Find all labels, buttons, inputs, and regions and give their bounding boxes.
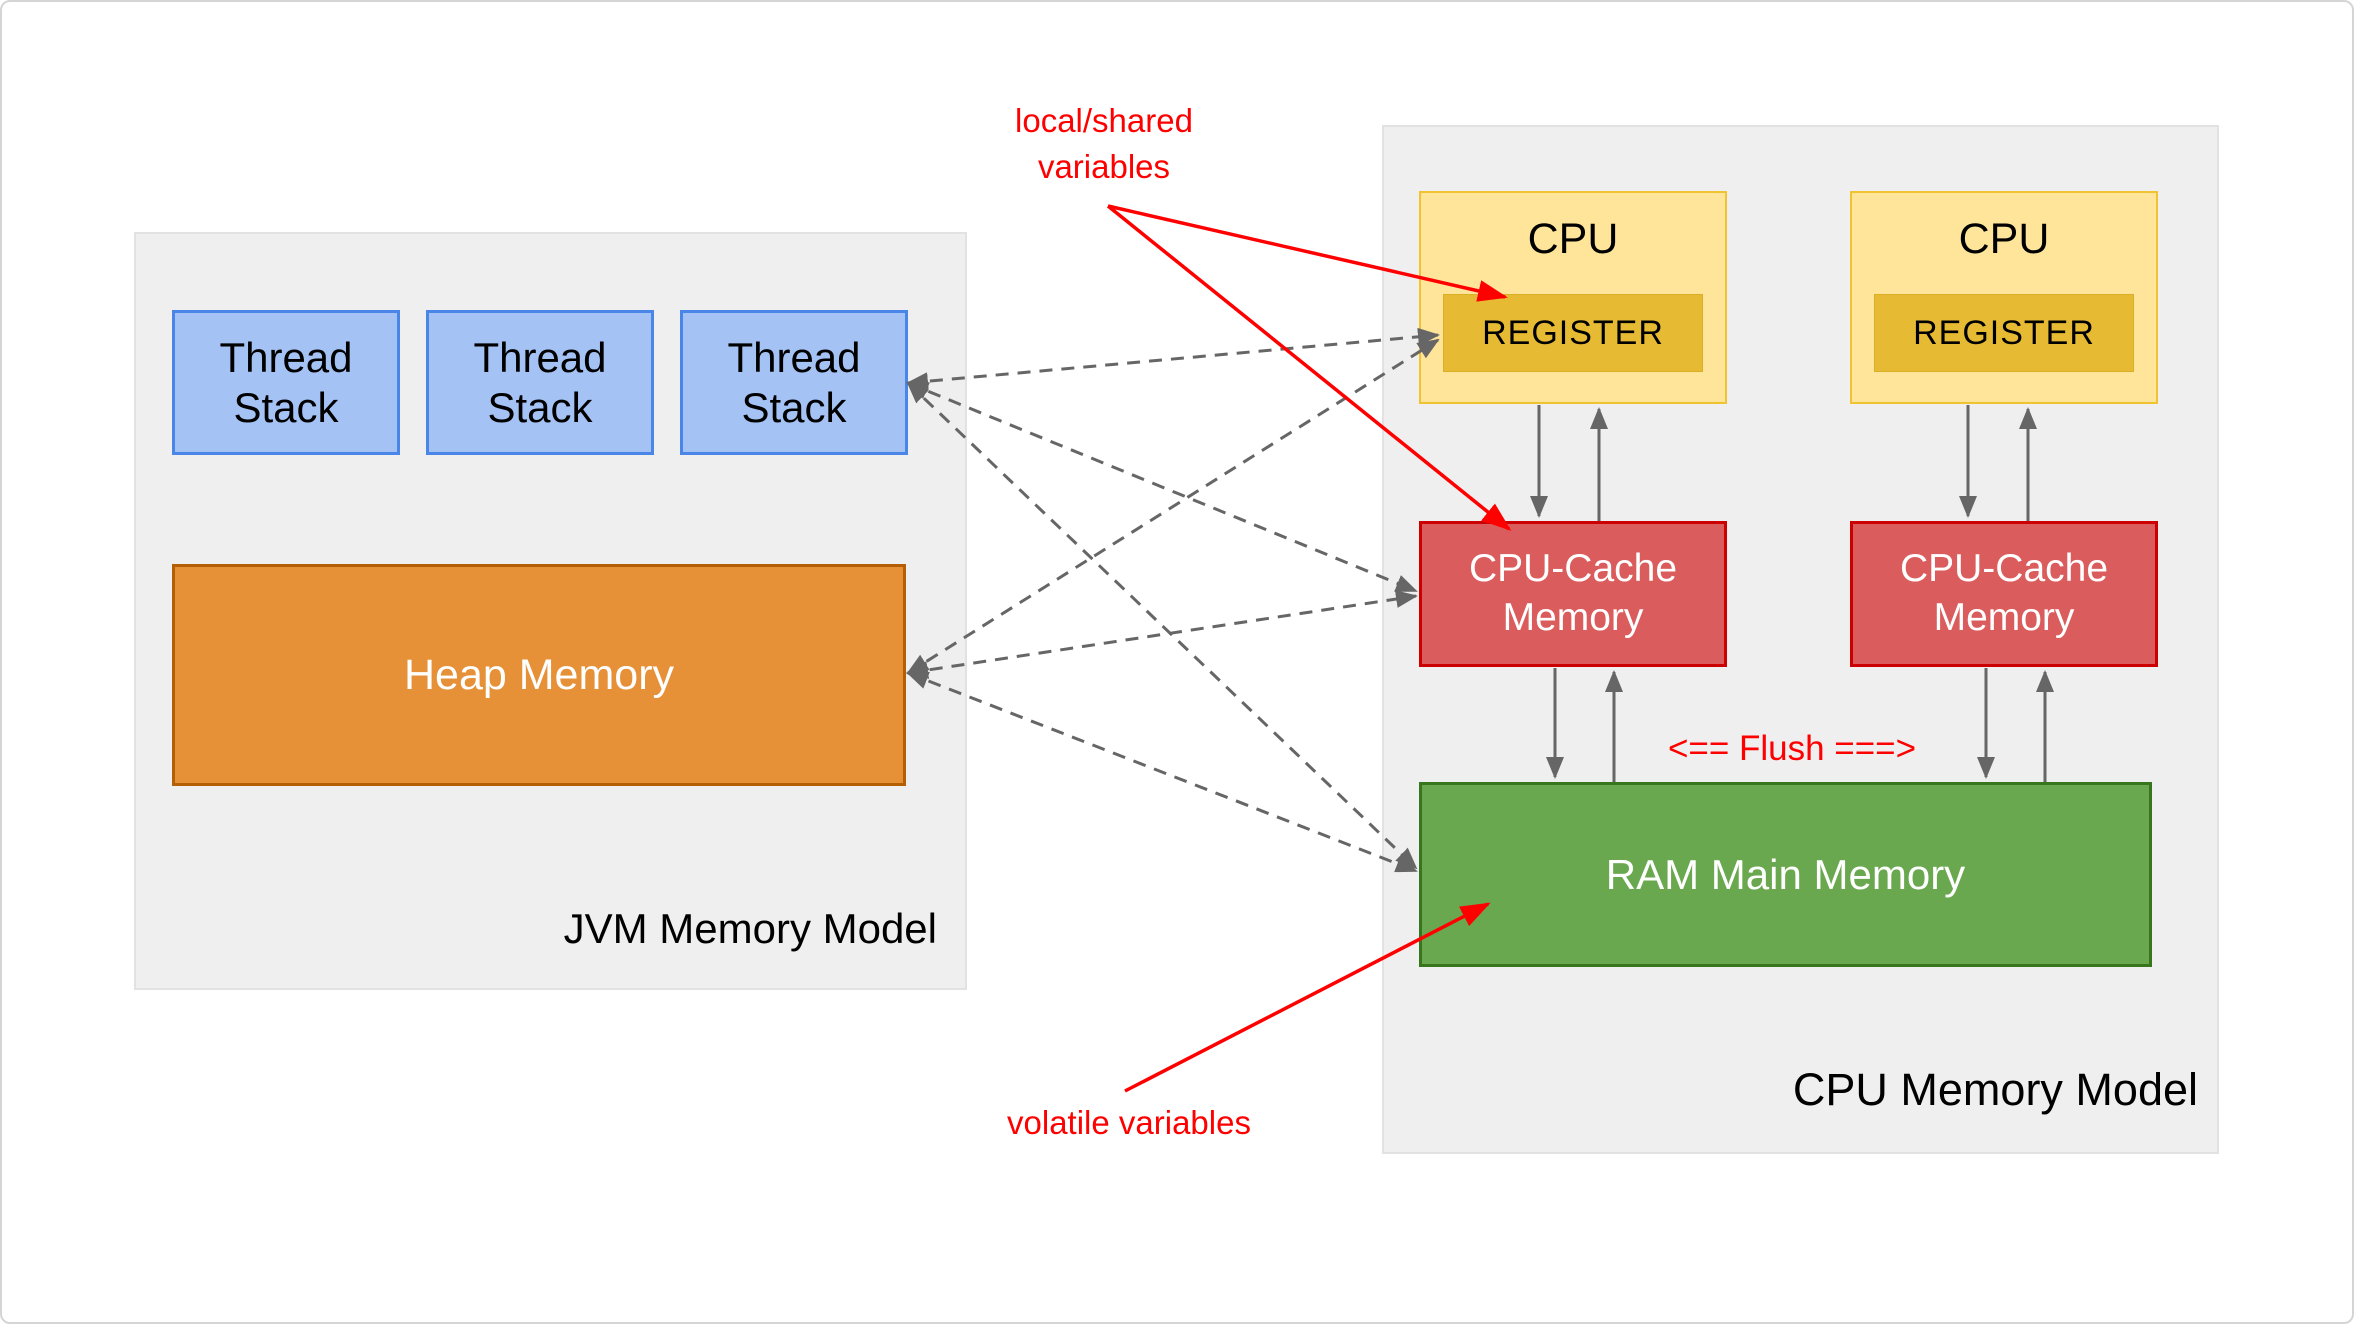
dashed-arrow-threadstack-ram <box>906 381 1418 870</box>
dashed-arrow-heap-ram <box>906 671 1418 873</box>
cpu-cache-label: CPU-Cache Memory <box>1899 547 2109 639</box>
cpu-cache-label: CPU-Cache Memory <box>1468 547 1678 639</box>
cpu-cache-box-1: CPU-Cache Memory <box>1419 521 1727 667</box>
volatile-variables-annotation: volatile variables <box>1007 1104 1251 1141</box>
cpu-box-2: CPU REGISTER <box>1850 191 2158 404</box>
thread-stack-label: Thread Stack <box>219 333 353 431</box>
local-shared-variables-annotation: local/shared variables <box>1015 102 1193 186</box>
cpu-label: CPU <box>1527 215 1619 263</box>
heap-memory-box: Heap Memory <box>172 564 906 786</box>
dashed-arrow-heap-register <box>906 338 1440 675</box>
thread-stack-box-1: Thread Stack <box>172 310 400 455</box>
register-label: REGISTER <box>1913 313 2095 352</box>
thread-stack-label: Thread Stack <box>473 333 607 431</box>
register-label: REGISTER <box>1482 313 1664 352</box>
cpu-label: CPU <box>1958 215 2050 263</box>
thread-stack-box-2: Thread Stack <box>426 310 654 455</box>
heap-memory-label: Heap Memory <box>403 650 675 699</box>
register-box-2: REGISTER <box>1874 294 2134 372</box>
thread-stack-label: Thread Stack <box>727 333 861 431</box>
jvm-memory-model-title: JVM Memory Model <box>563 905 937 952</box>
ram-main-memory-label: RAM Main Memory <box>1605 850 1966 898</box>
dashed-arrow-threadstack-register <box>906 327 1440 391</box>
dashed-arrow-heap-cache <box>906 590 1418 679</box>
register-box-1: REGISTER <box>1443 294 1703 372</box>
ram-main-memory-box: RAM Main Memory <box>1419 782 2152 967</box>
thread-stack-box-3: Thread Stack <box>680 310 908 455</box>
cpu-cache-box-2: CPU-Cache Memory <box>1850 521 2158 667</box>
cpu-box-1: CPU REGISTER <box>1419 191 1727 404</box>
flush-annotation: <== Flush ===> <box>1667 729 1917 768</box>
dashed-arrow-threadstack-cache <box>906 381 1418 593</box>
cpu-memory-model-title: CPU Memory Model <box>1792 1064 2198 1115</box>
